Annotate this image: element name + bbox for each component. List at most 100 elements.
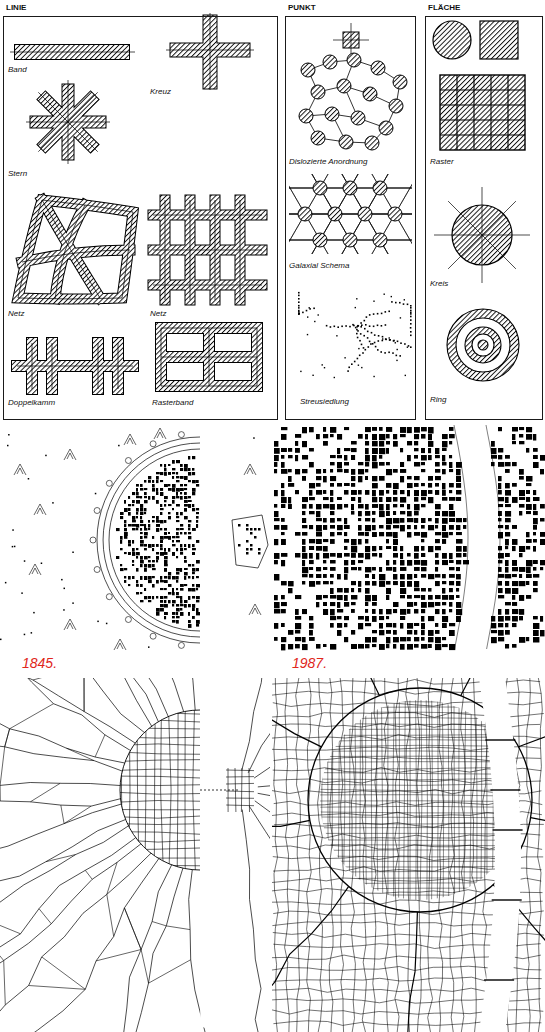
country-road: [84, 666, 85, 712]
building-block: [196, 600, 199, 602]
building-block: [176, 520, 179, 522]
street: [318, 827, 522, 828]
building-block: [421, 455, 427, 461]
building-block: [449, 504, 453, 510]
country-road: [8, 498, 56, 505]
street: [393, 698, 394, 902]
building-block: [136, 516, 138, 518]
street: [116, 784, 203, 786]
year-label: 1845.: [22, 656, 57, 671]
scatter-dot: [334, 377, 335, 378]
building-block: [132, 516, 135, 520]
building-block: [180, 492, 182, 494]
cross-figure-axis: [166, 13, 254, 90]
street: [359, 698, 361, 902]
building-block: [456, 476, 461, 482]
street: [318, 795, 522, 797]
building-block: [164, 612, 168, 615]
building-block: [160, 508, 164, 510]
building-block: [188, 456, 190, 460]
building-block: [140, 508, 143, 512]
country-road: [80, 385, 134, 429]
building-block: [428, 448, 431, 453]
building-block: [372, 637, 377, 642]
building-block: [393, 441, 398, 447]
building-block: [196, 512, 199, 514]
building-block: [238, 544, 241, 547]
street: [437, 698, 439, 902]
street: [116, 792, 203, 794]
building-block: [414, 553, 419, 559]
building-block: [132, 524, 136, 527]
building-block: [512, 441, 516, 444]
building-block: [421, 609, 425, 613]
dislocated-point: [337, 79, 351, 93]
bastion: [125, 458, 131, 464]
building-block: [330, 490, 333, 496]
building-block: [132, 560, 134, 563]
dislocated-point: [323, 55, 337, 69]
scatter-dot: [298, 307, 300, 309]
building-block: [144, 596, 147, 599]
building-block: [414, 483, 419, 487]
building-block: [148, 596, 151, 599]
building-block: [372, 609, 376, 614]
building-block: [407, 504, 410, 509]
country-road: [0, 914, 21, 934]
building-block: [442, 637, 446, 640]
building-block: [140, 488, 143, 491]
building-block: [192, 472, 195, 475]
building-block: [128, 552, 131, 555]
scatter-dot: [373, 313, 375, 315]
net-figure: [18, 200, 133, 299]
building-block: [393, 560, 396, 565]
building-block: [533, 434, 536, 441]
street-map-1987: [12, 410, 545, 1032]
building-block: [428, 497, 433, 503]
building-block: [180, 524, 183, 527]
building-block: [302, 567, 308, 573]
building-block: [316, 539, 322, 544]
country-road: [84, 666, 85, 712]
building-block: [136, 484, 139, 487]
building-block: [351, 567, 357, 570]
building-block: [136, 496, 140, 498]
building-block: [281, 427, 287, 430]
scatter-dot: [353, 325, 355, 327]
building-block: [337, 434, 342, 440]
building-block: [379, 441, 384, 447]
building-block: [372, 448, 378, 454]
building-block: [407, 483, 413, 488]
building-block: [365, 518, 370, 521]
building-block: [372, 427, 377, 431]
scatter-dot: [298, 301, 300, 303]
street: [318, 861, 522, 862]
area-circle: [433, 21, 471, 59]
building-block: [533, 490, 536, 495]
building-block: [128, 584, 130, 586]
building-block: [288, 644, 293, 649]
building-block: [176, 540, 180, 542]
building-block: [400, 567, 406, 571]
building-block: [400, 560, 405, 566]
building-block: [176, 572, 179, 575]
dislocated-point: [393, 75, 407, 89]
building-block: [144, 496, 147, 498]
building-block: [124, 524, 126, 527]
street: [307, 675, 312, 1032]
building-block: [281, 637, 286, 642]
arterial-road: [380, 912, 418, 1032]
building-block: [351, 469, 355, 475]
outer-fort: [114, 639, 126, 650]
country-road: [4, 961, 6, 1005]
building-block: [180, 600, 183, 604]
scatter-dot: [358, 365, 359, 366]
building-block: [152, 496, 155, 500]
building-block: [358, 532, 364, 536]
building-block: [302, 532, 307, 536]
street: [116, 760, 203, 762]
scatter-dot: [410, 323, 412, 325]
building-block: [428, 434, 432, 440]
country-road: [0, 838, 136, 1032]
building-block: [288, 581, 294, 586]
